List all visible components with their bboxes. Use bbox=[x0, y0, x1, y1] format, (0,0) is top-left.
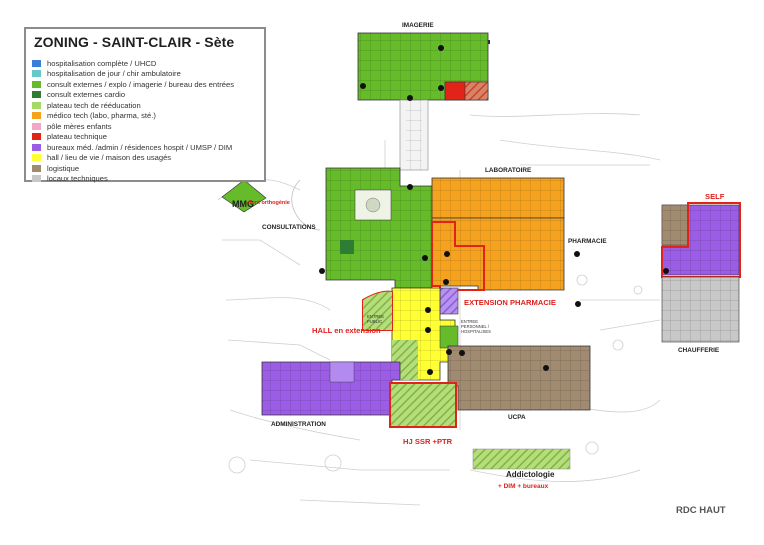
legend-item: logistique bbox=[32, 163, 258, 174]
legend-swatch bbox=[32, 122, 41, 130]
legend-item: locaux techniques bbox=[32, 174, 258, 185]
label-extension-pharmacie: EXTENSION PHARMACIE bbox=[464, 298, 556, 307]
legend-label: consult externes / explo / imagerie / bu… bbox=[47, 79, 234, 89]
label-imagerie: IMAGERIE bbox=[402, 22, 434, 29]
legend-label: plateau technique bbox=[47, 132, 107, 142]
legend-item: plateau tech de rééducation bbox=[32, 100, 258, 111]
legend-swatch bbox=[32, 164, 41, 172]
legend-label: pôle mères enfants bbox=[47, 121, 112, 131]
legend-item: médico tech (labo, pharma, sté.) bbox=[32, 111, 258, 122]
legend-item: consult externes cardio bbox=[32, 90, 258, 101]
label-chaufferie: CHAUFFERIE bbox=[678, 347, 720, 354]
legend-item: hospitalisation de jour / chir ambulatoi… bbox=[32, 69, 258, 80]
corridor bbox=[399, 99, 429, 171]
hj-ssr-zone bbox=[389, 382, 457, 428]
site-outline bbox=[217, 113, 661, 506]
legend-item: bureaux méd. /admin / résidences hospit … bbox=[32, 142, 258, 153]
ucpa-building bbox=[447, 345, 591, 411]
label-self: SELF bbox=[705, 192, 725, 201]
label-mmg: MMG bbox=[232, 199, 254, 209]
legend-swatch bbox=[32, 175, 41, 183]
legend-label: médico tech (labo, pharma, sté.) bbox=[47, 111, 156, 121]
legend-label: hospitalisation de jour / chir ambulatoi… bbox=[47, 69, 181, 79]
legend-label: plateau tech de rééducation bbox=[47, 100, 141, 110]
addictologie-zone bbox=[472, 448, 571, 470]
administration-building bbox=[261, 361, 401, 416]
legend-swatch bbox=[32, 143, 41, 151]
floor-label: RDC HAUT bbox=[676, 505, 726, 516]
legend-swatch bbox=[32, 112, 41, 120]
label-addictologie-sub: + DIM + bureaux bbox=[498, 483, 549, 490]
legend-swatch bbox=[32, 91, 41, 99]
label-administration: ADMINISTRATION bbox=[271, 421, 326, 428]
extension-pharmacie-zone bbox=[439, 287, 459, 315]
label-addictologie: Addictologie bbox=[506, 470, 555, 479]
legend-swatch bbox=[32, 80, 41, 88]
label-consultations: CONSULTATIONS bbox=[262, 224, 316, 231]
legend-item: pôle mères enfants bbox=[32, 121, 258, 132]
legend-label: hospitalisation complète / UHCD bbox=[47, 58, 157, 68]
label-hj-ssr: HJ SSR +PTR bbox=[403, 437, 453, 446]
circulation-markers bbox=[319, 45, 581, 375]
legend-label: bureaux méd. /admin / résidences hospit … bbox=[47, 142, 233, 152]
legend-label: locaux techniques bbox=[47, 174, 108, 184]
label-entree-public: ENTREE PUBLIC bbox=[367, 314, 384, 324]
legend-item: plateau technique bbox=[32, 132, 258, 143]
label-mmg-sub: dont orthogénie bbox=[248, 200, 290, 206]
hall-building bbox=[362, 287, 459, 381]
legend-swatch bbox=[32, 59, 41, 67]
label-pharmacie: PHARMACIE bbox=[568, 238, 607, 245]
legend-swatch bbox=[32, 70, 41, 78]
legend-swatch bbox=[32, 133, 41, 141]
legend-label: hall / lieu de vie / maison des usagés bbox=[47, 153, 172, 163]
label-entree-personnel: ENTREE PERSONNEL / HOSPITALISES bbox=[461, 319, 491, 334]
imagerie-building bbox=[357, 32, 490, 101]
legend-item: consult externes / explo / imagerie / bu… bbox=[32, 79, 258, 90]
laboratoire-pharmacie-building bbox=[431, 177, 565, 291]
consultations-building bbox=[325, 167, 433, 289]
label-hall: HALL en extension bbox=[312, 326, 381, 335]
legend-panel: ZONING - SAINT-CLAIR - Sète hospitalisat… bbox=[24, 27, 266, 184]
legend-label: consult externes cardio bbox=[47, 90, 126, 100]
map-title: ZONING - SAINT-CLAIR - Sète bbox=[34, 34, 235, 50]
label-ucpa: UCPA bbox=[508, 414, 526, 421]
legend-item: hospitalisation complète / UHCD bbox=[32, 58, 258, 69]
mmg-building bbox=[221, 179, 267, 213]
legend-swatch bbox=[32, 154, 41, 162]
legend-item: hall / lieu de vie / maison des usagés bbox=[32, 153, 258, 164]
self-building bbox=[661, 202, 741, 343]
legend-label: logistique bbox=[47, 163, 80, 173]
legend-swatch bbox=[32, 101, 41, 109]
label-laboratoire: LABORATOIRE bbox=[485, 167, 532, 174]
